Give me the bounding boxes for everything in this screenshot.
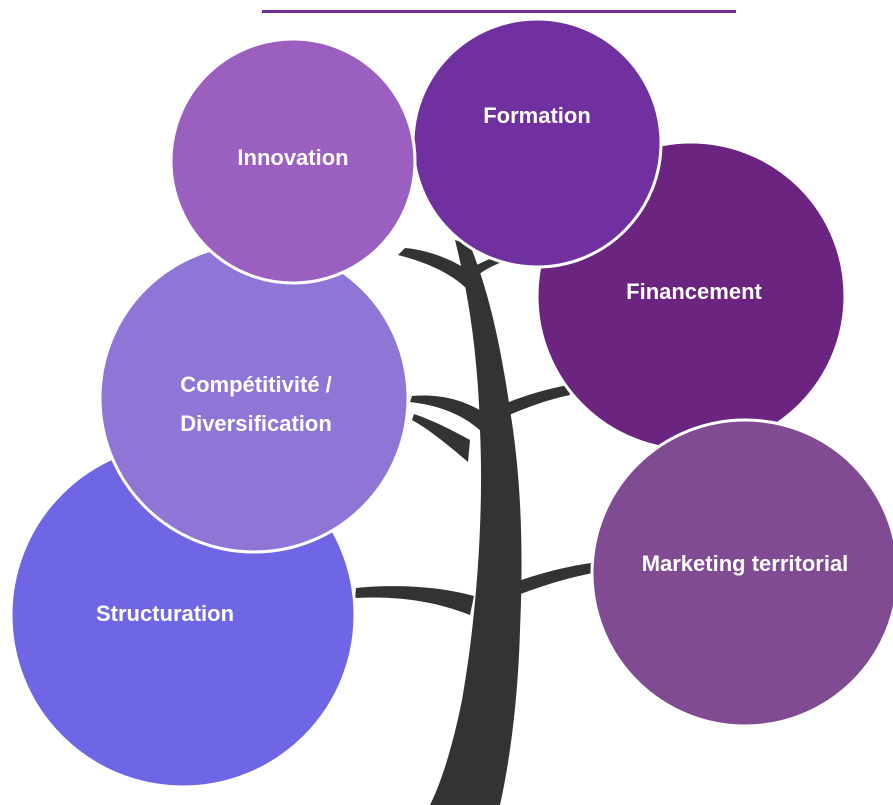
branch-top-left bbox=[398, 248, 478, 290]
label-financement: Financement bbox=[626, 279, 762, 304]
branch-mid-left-low bbox=[412, 414, 470, 462]
topic-competitivite: Compétitivité / Diversification bbox=[98, 242, 410, 554]
branch-mid-right bbox=[496, 385, 570, 420]
circle-marketing bbox=[590, 418, 893, 728]
branch-mid-left bbox=[410, 395, 486, 432]
branch-low-left bbox=[355, 586, 474, 615]
label-marketing: Marketing territorial bbox=[642, 551, 849, 576]
label-competitivite-line1: Compétitivité / bbox=[180, 372, 332, 397]
circle-innovation bbox=[169, 37, 417, 285]
topic-formation: Formation bbox=[411, 17, 663, 269]
circle-formation bbox=[411, 17, 663, 269]
label-competitivite-line2: Diversification bbox=[180, 411, 332, 436]
topic-marketing: Marketing territorial bbox=[590, 418, 893, 728]
trunk bbox=[430, 240, 522, 805]
label-structuration: Structuration bbox=[96, 601, 234, 626]
label-formation: Formation bbox=[483, 103, 591, 128]
label-innovation: Innovation bbox=[237, 145, 348, 170]
branch-low-right bbox=[500, 562, 598, 600]
topic-innovation: Innovation bbox=[169, 37, 417, 285]
circle-competitivite bbox=[98, 242, 410, 554]
header-rule bbox=[262, 0, 736, 13]
